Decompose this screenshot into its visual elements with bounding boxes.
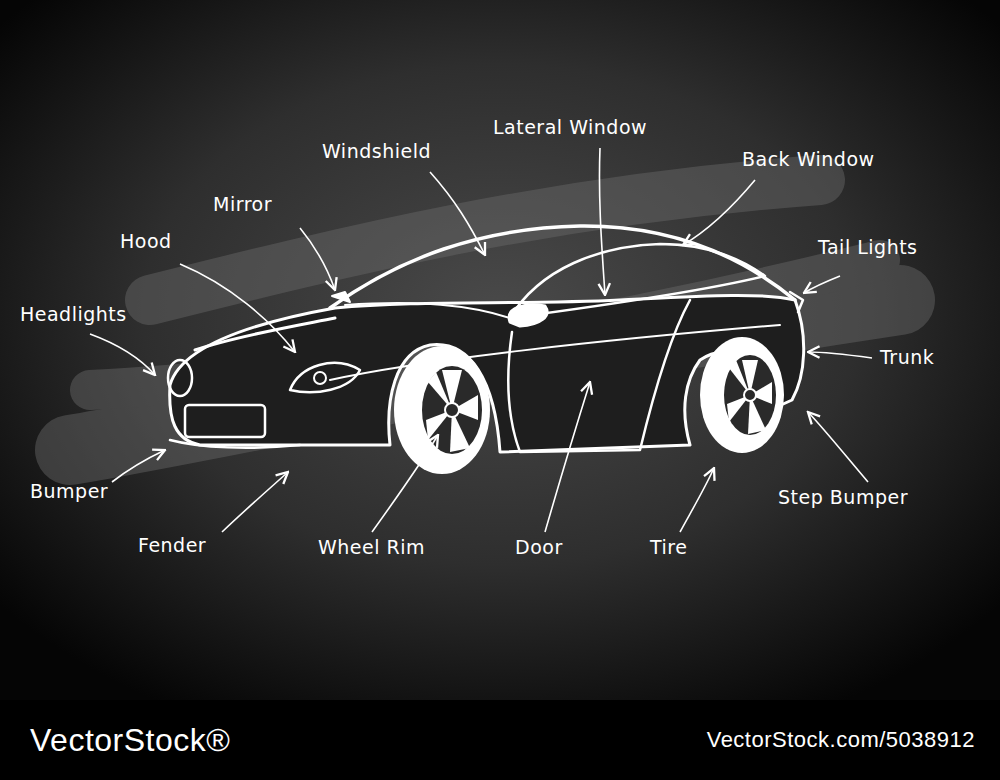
part-label: Back Window — [742, 148, 875, 171]
part-label: Door — [515, 536, 563, 559]
part-label: Tail Lights — [818, 236, 918, 259]
part-label: Windshield — [322, 140, 431, 163]
part-label: Headlights — [20, 303, 127, 326]
board-ground — [0, 0, 1000, 700]
part-label: Step Bumper — [778, 486, 908, 509]
watermark: VectorStock.com/5038912 — [707, 727, 975, 753]
part-label: Lateral Window — [493, 116, 647, 139]
part-label: Mirror — [213, 193, 272, 216]
footer-bar — [0, 700, 1000, 780]
part-label: Wheel Rim — [318, 536, 425, 559]
rear-wheel — [700, 337, 784, 453]
part-label: Bumper — [30, 480, 108, 503]
part-label: Trunk — [880, 346, 934, 369]
watermark: VectorStock® — [30, 721, 230, 759]
part-label: Hood — [120, 230, 172, 253]
part-label: Tire — [650, 536, 687, 559]
leader-arrows — [90, 148, 872, 532]
part-label: Fender — [138, 534, 206, 557]
front-wheel — [394, 346, 490, 474]
